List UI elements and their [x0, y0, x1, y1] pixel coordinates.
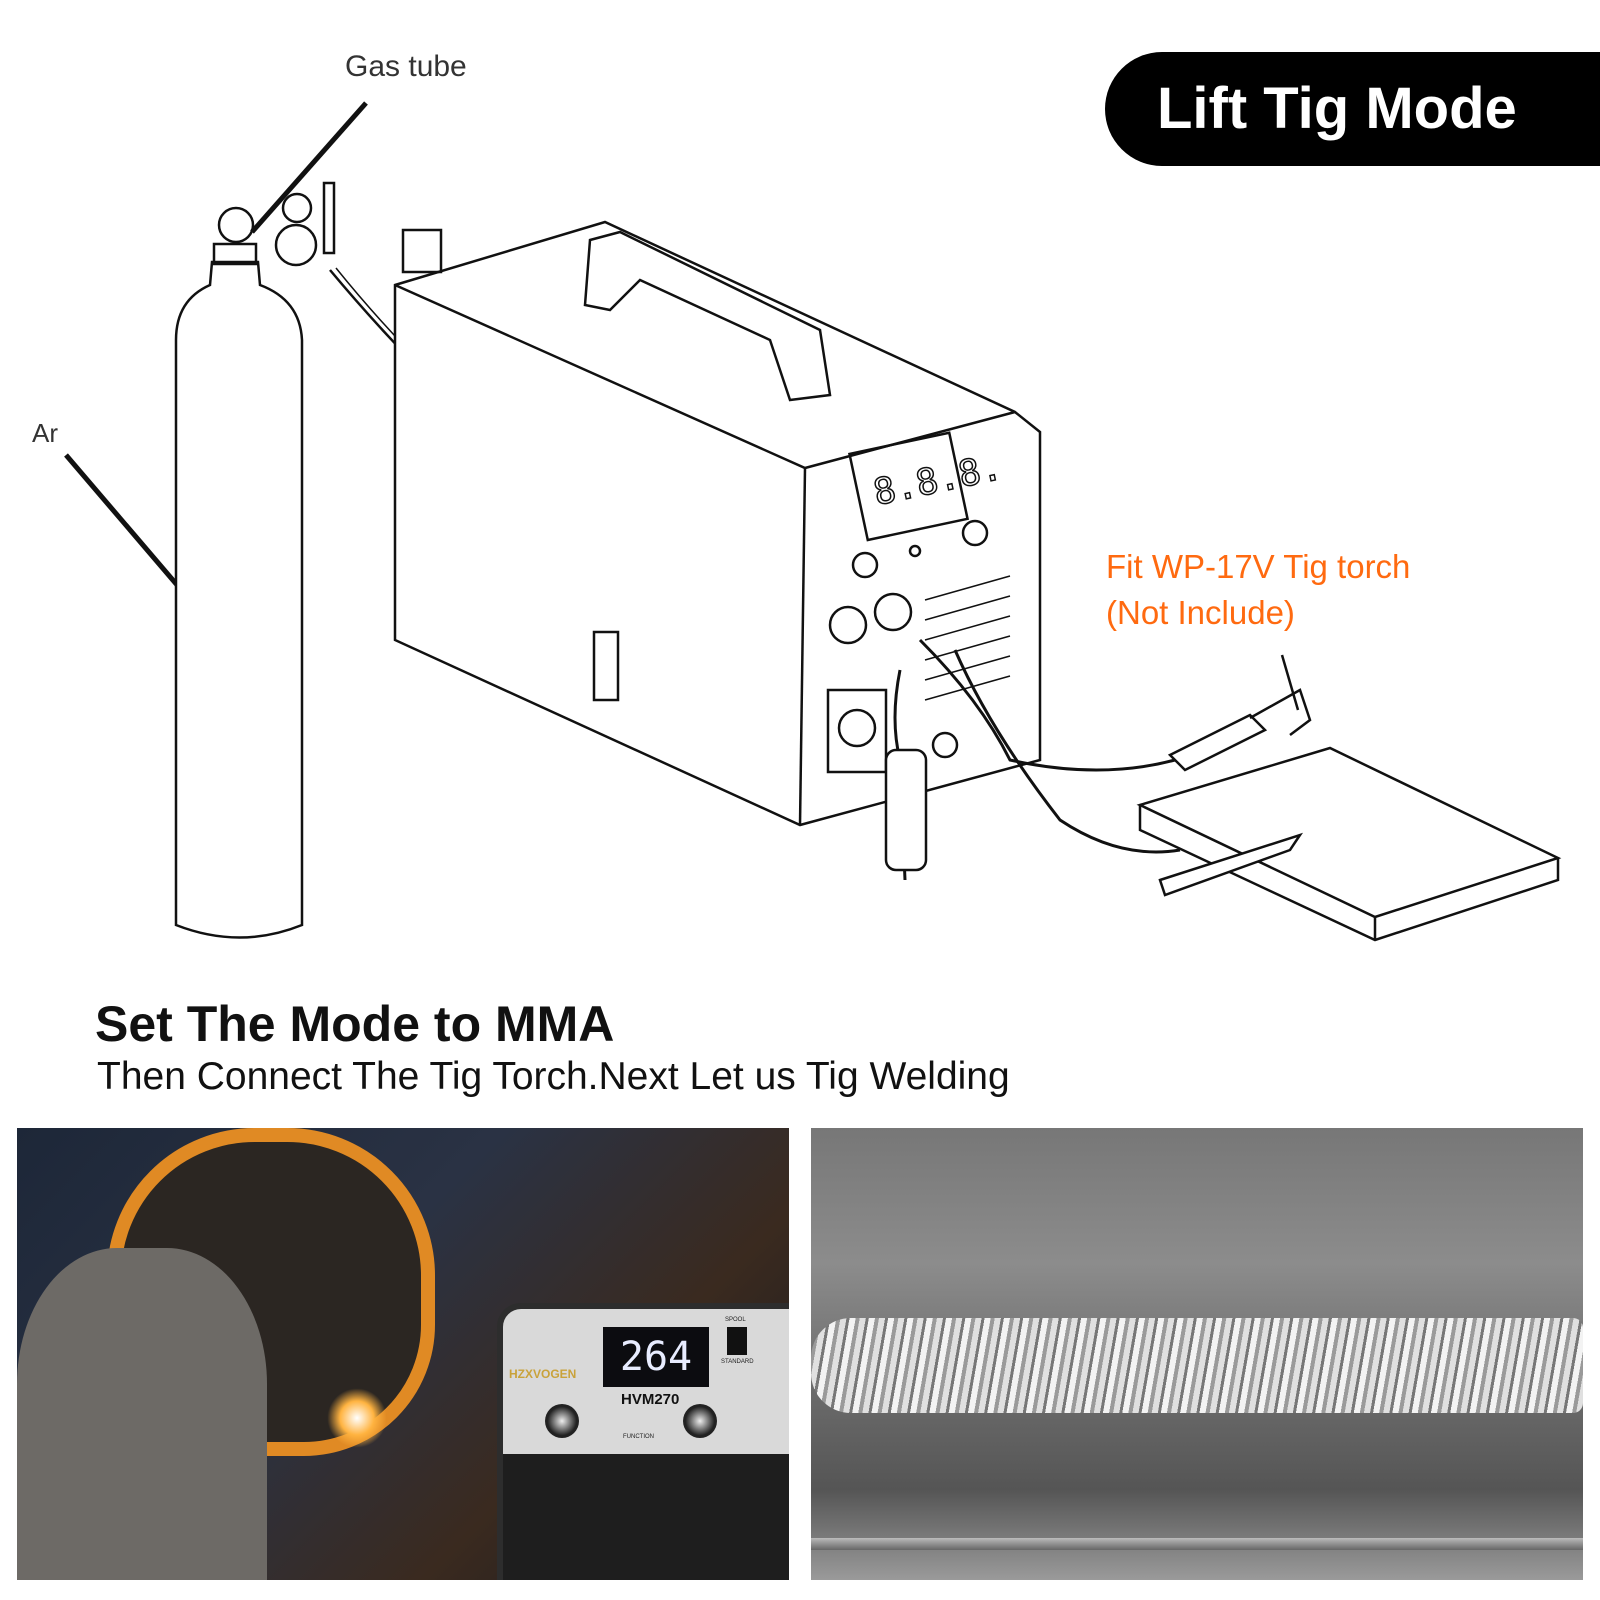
welder-in-use-photo: HZXVOGEN 264 HVM270 SPOOL STANDARD FUNCT… — [17, 1128, 789, 1580]
function-label: FUNCTION — [623, 1434, 654, 1440]
ground-clamp — [1158, 832, 1304, 897]
spool-switch — [727, 1327, 747, 1355]
tig-torch — [1167, 654, 1312, 772]
model-label: HVM270 — [621, 1391, 680, 1408]
gas-cylinder — [174, 181, 336, 939]
voltage-knob — [545, 1404, 579, 1438]
argon-label: Ar — [32, 418, 58, 448]
switch-bottom-label: STANDARD — [721, 1359, 754, 1365]
switch-top-label: SPOOL — [725, 1317, 746, 1323]
welding-setup-diagram: 8.8.8. — [64, 101, 1562, 942]
ground-clamp-cable — [953, 649, 1181, 854]
gas-tube-label: Gas tube — [345, 50, 467, 83]
mode-title-banner: Lift Tig Mode — [1105, 52, 1600, 166]
photo-welder-machine: HZXVOGEN 264 HVM270 SPOOL STANDARD FUNCT… — [497, 1303, 789, 1580]
plate-edge — [811, 1538, 1583, 1550]
machine-lower-panel — [503, 1454, 789, 1580]
weld-bead — [811, 1318, 1583, 1413]
mode-title: Lift Tig Mode — [1157, 76, 1517, 141]
machine-display: 264 — [603, 1327, 709, 1387]
torch-note: Fit WP-17V Tig torch (Not Include) — [1106, 544, 1410, 636]
section-subheading: Then Connect The Tig Torch.Next Let us T… — [97, 1055, 1010, 1098]
current-knob — [683, 1404, 717, 1438]
welder-machine — [393, 220, 1042, 827]
section-heading: Set The Mode to MMA — [95, 996, 615, 1052]
welding-arc-glow — [327, 1388, 387, 1448]
workpiece — [1136, 746, 1562, 942]
weld-bead-photo — [811, 1128, 1583, 1580]
gas-tube-pointer — [250, 101, 368, 234]
welder-person — [17, 1248, 267, 1580]
torch-note-line2: (Not Include) — [1106, 594, 1295, 631]
torch-note-line1: Fit WP-17V Tig torch — [1106, 548, 1411, 585]
brand-logo: HZXVOGEN — [509, 1367, 577, 1381]
tig-torch-cable — [918, 638, 1176, 772]
